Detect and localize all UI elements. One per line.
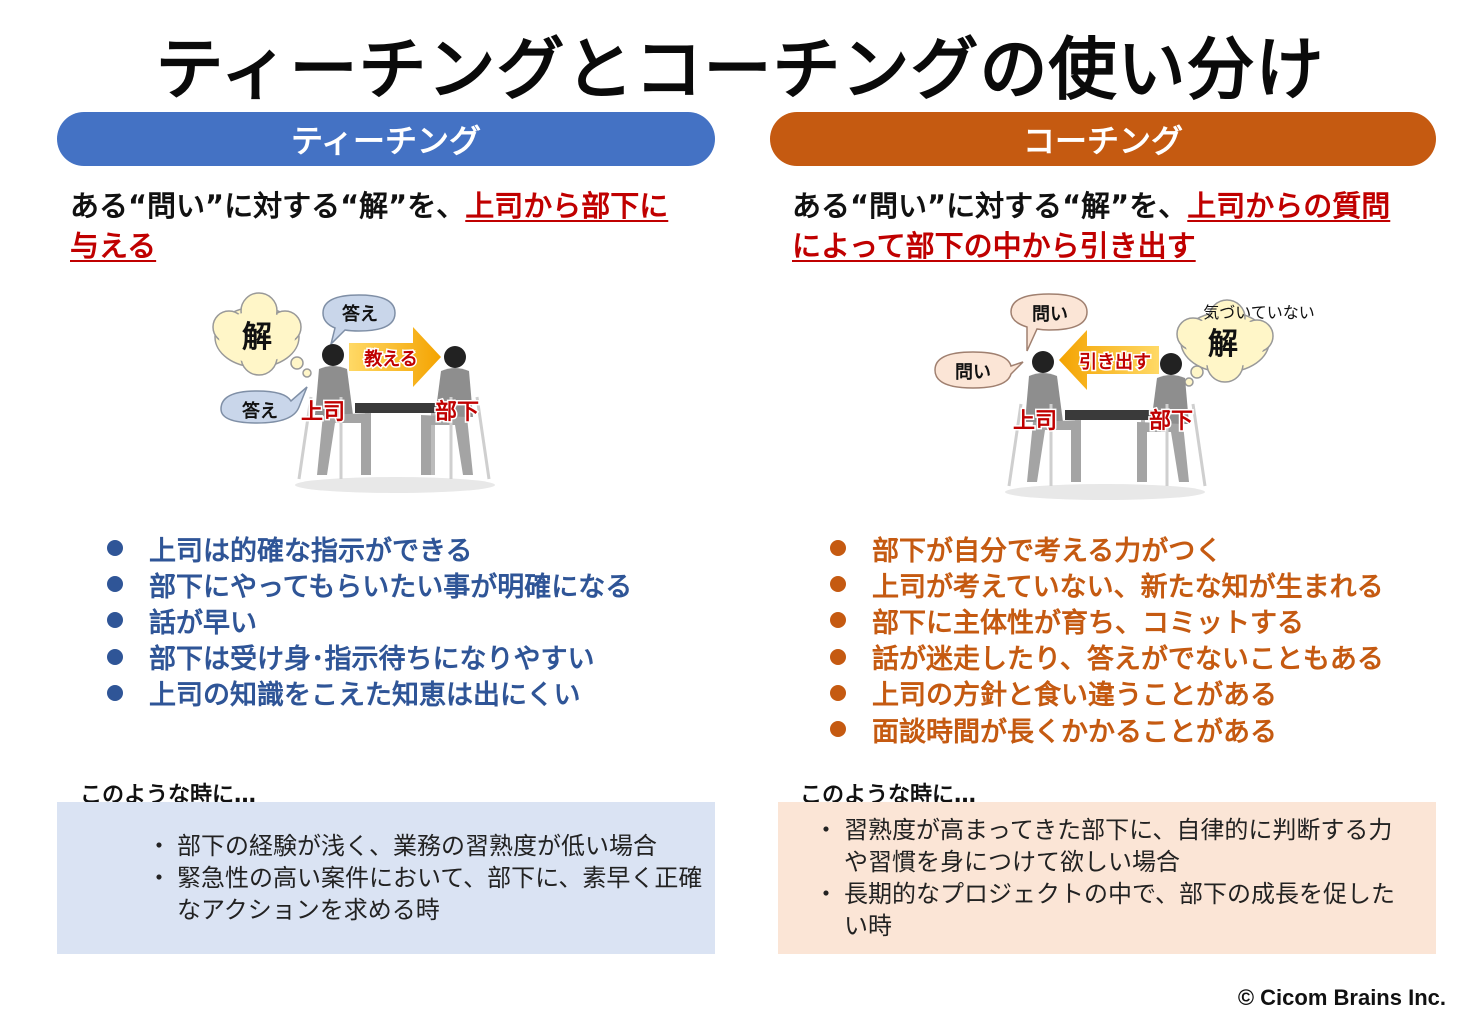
- list-item: 上司が考えていない、新たな知が生まれる: [830, 566, 1384, 603]
- page-title: ティーチングとコーチングの使い分け: [155, 31, 1325, 110]
- coaching-desc-plain: ある“問い”に対する“解”を、: [792, 189, 1188, 223]
- list-item: 緊急性の高い案件において、部下に、素早く正確なアクションを求める時: [147, 862, 715, 926]
- list-item: 部下の経験が浅く、業務の習熟度が低い場合: [147, 830, 715, 862]
- teaching-desc-highlight-1: 上司から部下に: [465, 189, 669, 223]
- list-item: 部下にやってもらいたい事が明確になる: [107, 566, 632, 603]
- bullet-dot-icon: [107, 684, 123, 701]
- speech-bubble-icon: 問い: [1010, 293, 1088, 352]
- coaching-thought-text: 解: [1208, 327, 1238, 362]
- speech-bubble-icon: 問い: [934, 351, 1024, 389]
- teaching-thought-text: 解: [242, 320, 272, 355]
- list-item: 長期的なプロジェクトの中で、部下の成長を促したい時: [814, 878, 1402, 942]
- bullet-dot-icon: [107, 576, 123, 593]
- list-item: 部下は受け身･指示待ちになりやすい: [107, 639, 632, 675]
- list-item: 上司の方針と食い違うことがある: [830, 675, 1384, 711]
- list-item: 部下に主体性が育ち、コミットする: [830, 602, 1384, 639]
- coaching-sub-label: 部下: [1149, 408, 1193, 434]
- coaching-bullet-list: 部下が自分で考える力がつく 上司が考えていない、新たな知が生まれる 部下に主体性…: [830, 530, 1384, 748]
- coaching-bubble-top: 問い: [1032, 304, 1068, 325]
- teaching-header: ティーチング: [57, 112, 715, 166]
- list-item: 話が迷走したり、答えがでないこともある: [830, 639, 1384, 675]
- teaching-desc-highlight-2: 与える: [70, 229, 157, 263]
- bullet-dot-icon: [830, 612, 846, 629]
- teaching-description: ある“問い”に対する“解”を、上司から部下に 与える: [70, 186, 710, 266]
- list-item: 上司は的確な指示ができる: [107, 530, 632, 567]
- coaching-description: ある“問い”に対する“解”を、上司からの質問 によって部下の中から引き出す: [792, 186, 1432, 266]
- teaching-bubble-top: 答え: [342, 303, 378, 325]
- teaching-bullet-list: 上司は的確な指示ができる 部下にやってもらいたい事が明確になる 話が早い 部下は…: [107, 530, 632, 711]
- speech-bubble-icon: 答え: [220, 386, 308, 424]
- subordinate-figure-icon: [421, 346, 491, 480]
- coaching-illustration: 問い 問い 気づいていない 解 引き出す: [934, 293, 1315, 500]
- bullet-dot-icon: [830, 721, 846, 738]
- coaching-thought-small: 気づいていない: [1203, 303, 1315, 322]
- bullet-dot-icon: [107, 540, 123, 557]
- bullet-dot-icon: [830, 648, 846, 665]
- teaching-bubble-left: 答え: [242, 400, 278, 422]
- bullet-dot-icon: [830, 540, 846, 557]
- boss-figure-icon: [297, 344, 371, 480]
- teaching-arrow-label: 教える: [364, 348, 417, 370]
- coaching-bubble-left: 問い: [955, 362, 991, 383]
- teaching-desc-plain: ある“問い”に対する“解”を、: [70, 189, 466, 223]
- bullet-dot-icon: [830, 576, 846, 593]
- bullet-dot-icon: [107, 612, 123, 629]
- bullet-dot-icon: [107, 648, 123, 665]
- teaching-illustration: 解 答え 答え 教える 上司 部下: [212, 292, 495, 493]
- coaching-arrow-label: 引き出す: [1079, 351, 1151, 373]
- speech-bubble-icon: 答え: [322, 294, 396, 347]
- list-item: 面談時間が長くかかることがある: [830, 711, 1384, 748]
- subordinate-figure-icon: [1137, 353, 1207, 487]
- copyright-footer: © Cicom Brains Inc.: [1237, 985, 1446, 1010]
- coaching-when-box: 習熟度が高まってきた部下に、自律的に判断する力や習慣を身につけて欲しい場合 長期…: [778, 802, 1436, 954]
- thought-cloud-icon: 気づいていない 解: [1176, 299, 1315, 387]
- teaching-boss-label: 上司: [301, 400, 345, 425]
- coaching-desc-highlight-1: 上司からの質問: [1187, 189, 1391, 223]
- thought-cloud-icon: 解: [212, 292, 312, 378]
- coaching-header: コーチング: [770, 112, 1436, 166]
- list-item: 話が早い: [107, 602, 632, 639]
- list-item: 部下が自分で考える力がつく: [830, 530, 1384, 567]
- teaching-sub-label: 部下: [435, 399, 479, 425]
- bullet-dot-icon: [830, 684, 846, 701]
- list-item: 習熟度が高まってきた部下に、自律的に判断する力や習慣を身につけて欲しい場合: [814, 814, 1402, 878]
- arrow-left-icon: 引き出す: [1059, 330, 1159, 390]
- coaching-boss-label: 上司: [1013, 409, 1057, 434]
- boss-figure-icon: [1007, 351, 1081, 487]
- arrow-right-icon: 教える: [349, 327, 441, 387]
- coaching-desc-highlight-2: によって部下の中から引き出す: [792, 229, 1196, 263]
- list-item: 上司の知識をこえた知恵は出にくい: [107, 675, 632, 711]
- teaching-when-box: 部下の経験が浅く、業務の習熟度が低い場合 緊急性の高い案件において、部下に、素早…: [57, 802, 715, 954]
